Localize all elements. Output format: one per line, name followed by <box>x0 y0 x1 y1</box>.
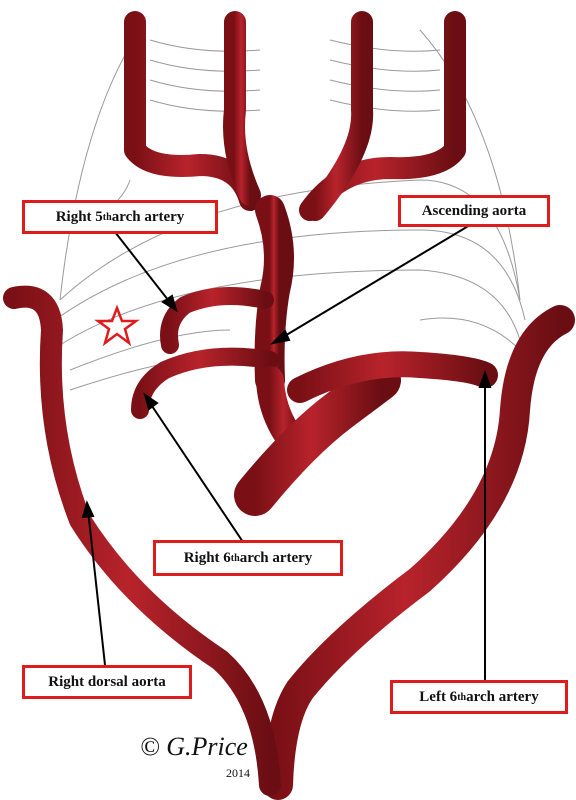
label-right-5th-base: Right 5 <box>56 209 103 226</box>
label-right-dorsal-aorta: Right dorsal aorta <box>22 665 192 699</box>
label-ascending-aorta-text: Ascending aorta <box>422 203 527 220</box>
copyright-credit: © G.Price 2014 <box>140 732 248 762</box>
right-6th-arch-vessel <box>140 357 270 410</box>
label-left-6th-rest: arch artery <box>466 689 539 706</box>
label-left-6th-base: Left 6 <box>419 689 457 706</box>
credit-year: 2014 <box>226 766 250 781</box>
label-right-5th-rest: arch artery <box>112 209 185 226</box>
star-marker-icon <box>98 308 136 343</box>
credit-name: © G.Price <box>140 732 248 761</box>
label-right-dorsal-aorta-text: Right dorsal aorta <box>48 674 166 691</box>
left-internal-vessel <box>234 22 250 195</box>
label-right-6th-rest: arch artery <box>240 550 313 567</box>
label-right-6th-sup: th <box>231 553 240 564</box>
label-left-6th-sup: th <box>457 692 466 703</box>
label-right-5th-sup: th <box>103 212 112 223</box>
right-5th-arch-vessel <box>169 296 265 345</box>
label-right-6th-base: Right 6 <box>184 550 231 567</box>
label-ascending-aorta: Ascending aorta <box>398 195 550 227</box>
